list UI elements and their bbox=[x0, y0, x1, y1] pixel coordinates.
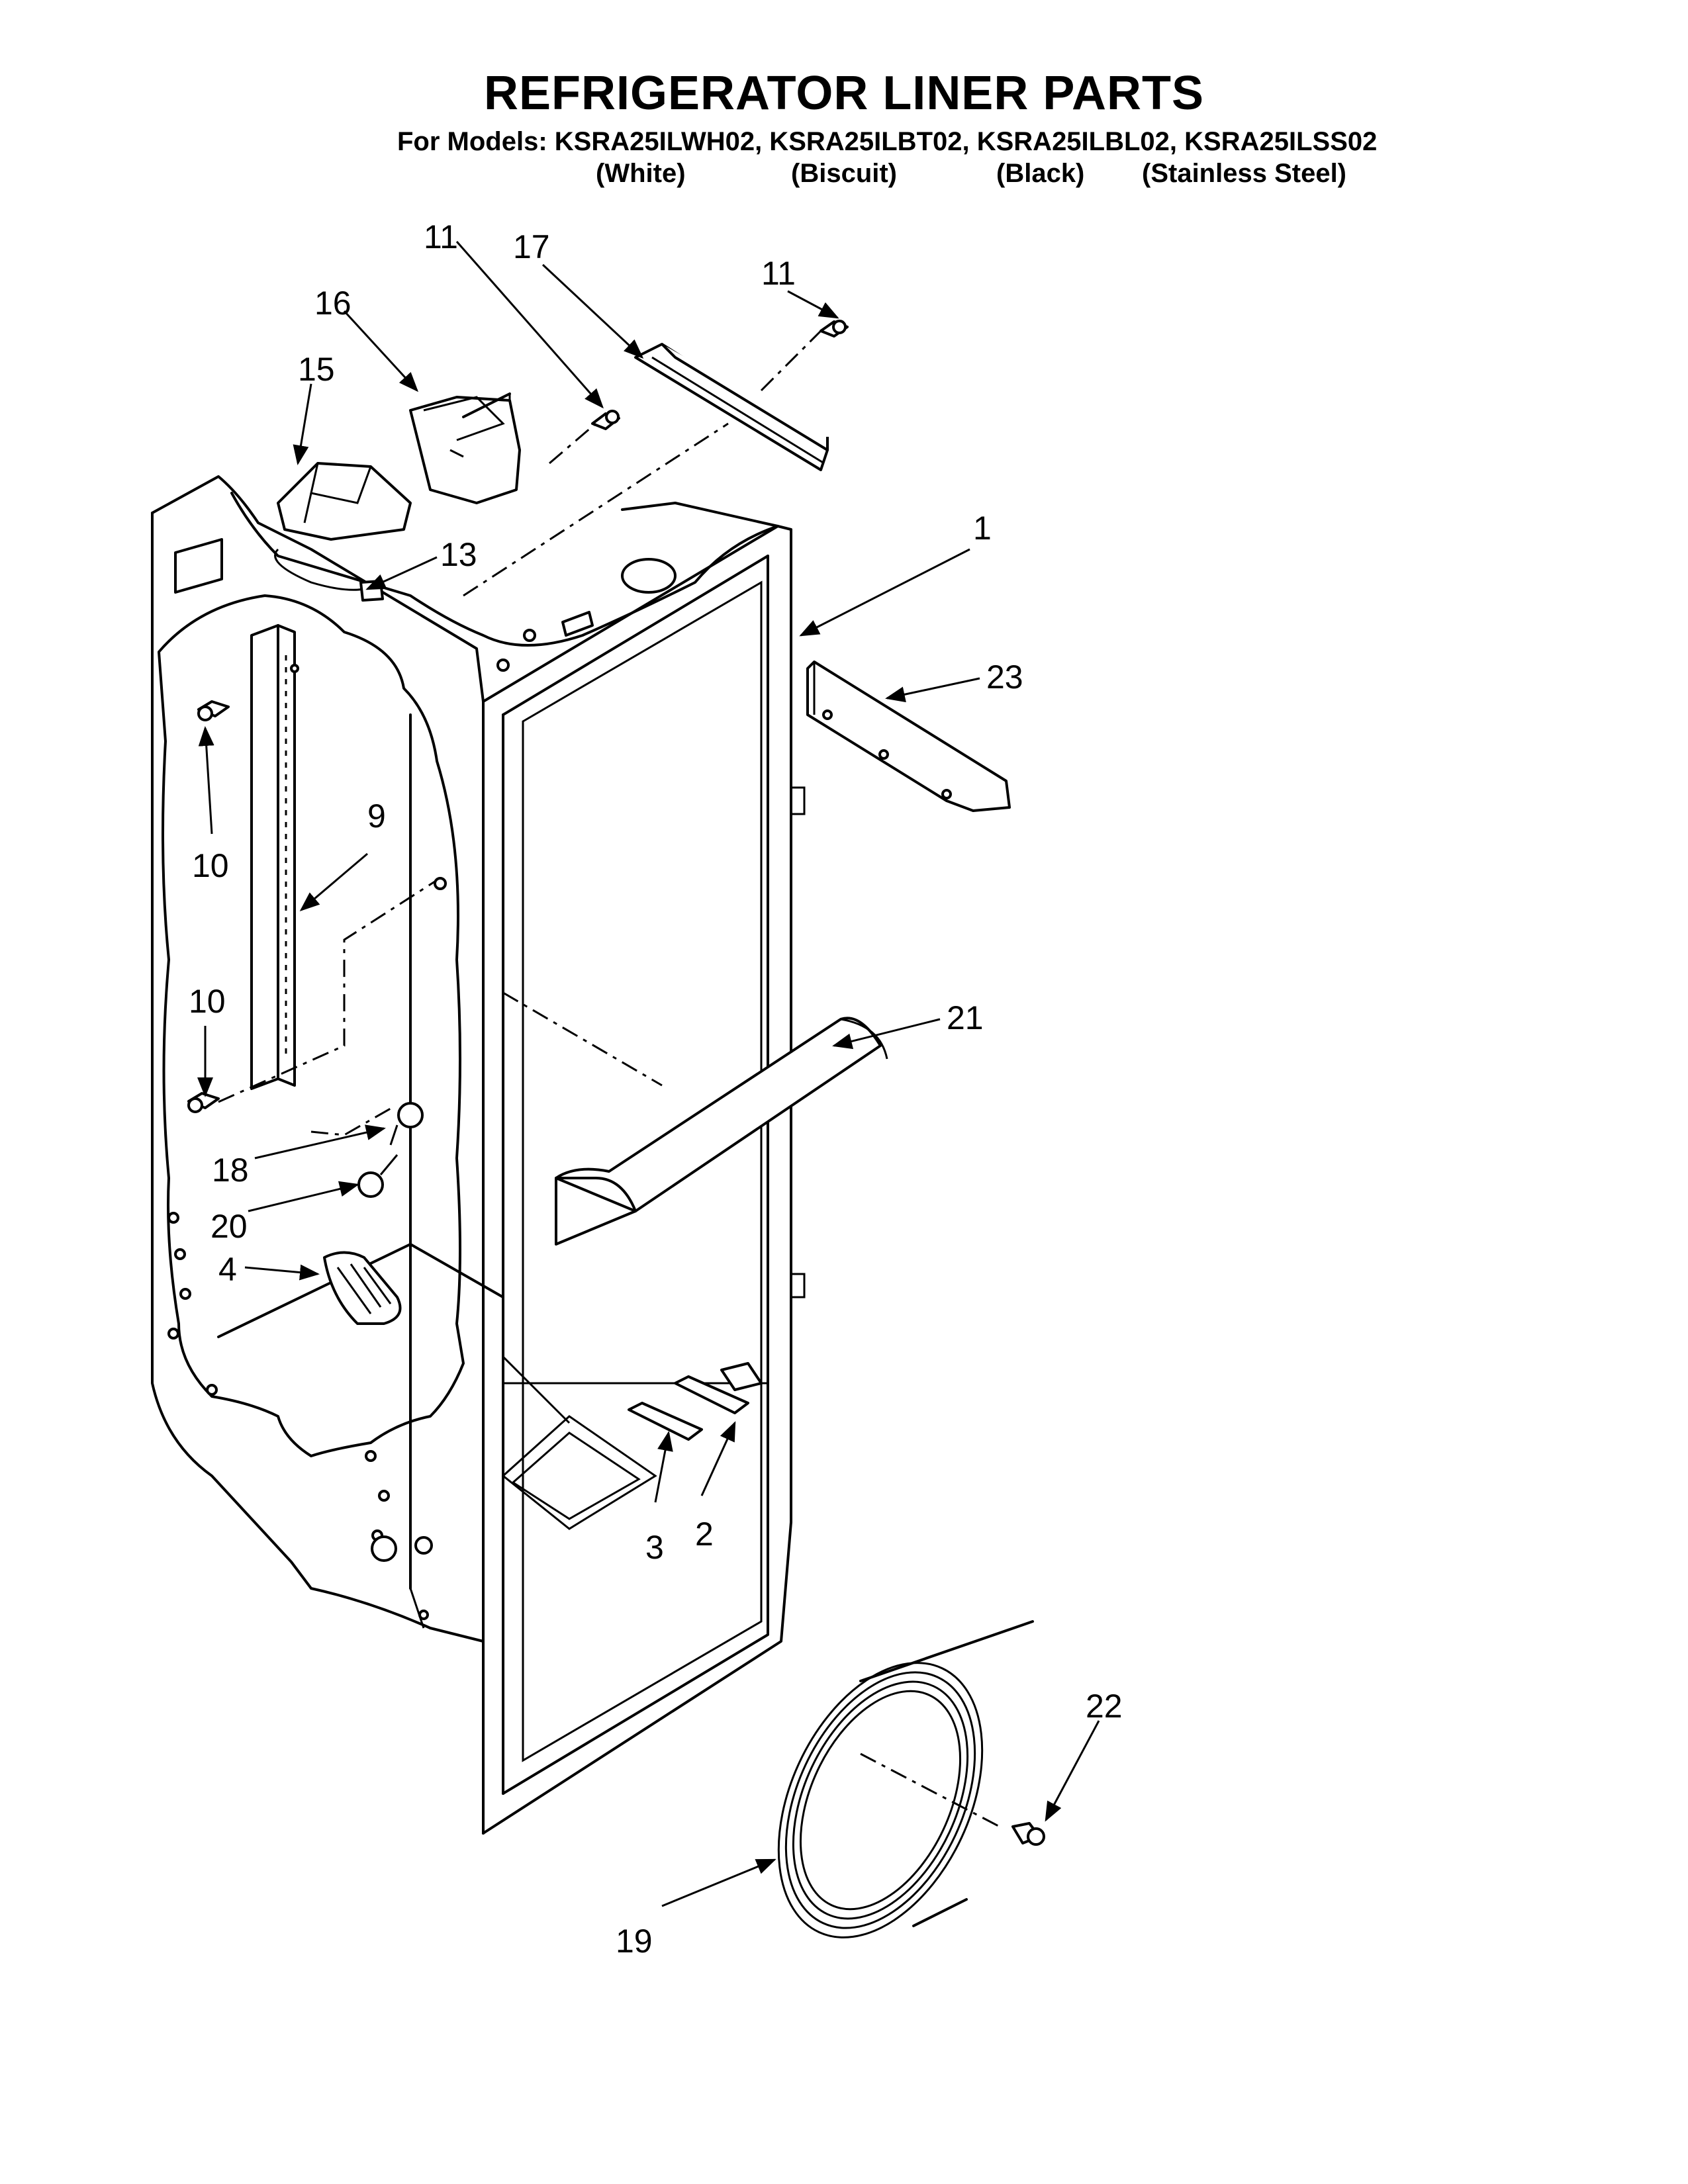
callout-18: 18 bbox=[212, 1152, 249, 1189]
shelf-ladder-rail bbox=[250, 624, 299, 1090]
screw-top-right bbox=[820, 320, 849, 338]
crisper-rail bbox=[806, 660, 1011, 812]
screw-lower-left bbox=[187, 1092, 220, 1113]
screw-tube-clip bbox=[1011, 1822, 1045, 1846]
callout-1: 1 bbox=[973, 510, 992, 547]
color-white: (White) bbox=[596, 159, 686, 188]
bottom-bracket-3 bbox=[628, 1402, 703, 1441]
air-diffuser bbox=[323, 1251, 402, 1325]
callout-23: 23 bbox=[986, 659, 1023, 696]
color-biscuit: (Biscuit) bbox=[791, 159, 897, 188]
refrigerator-liner bbox=[151, 475, 806, 1835]
light-socket bbox=[389, 1102, 424, 1146]
screw-upper-left bbox=[197, 700, 230, 721]
callout-2: 2 bbox=[695, 1516, 714, 1553]
color-stainless: (Stainless Steel) bbox=[1142, 159, 1347, 188]
callout-10-lower: 10 bbox=[189, 983, 226, 1020]
shelf-cover bbox=[555, 1017, 888, 1246]
screw-top-center bbox=[591, 410, 620, 430]
callout-11-left: 11 bbox=[424, 218, 458, 255]
bottom-bracket-2 bbox=[674, 1362, 763, 1414]
callout-13: 13 bbox=[440, 536, 477, 573]
control-housing bbox=[274, 462, 412, 602]
callout-11-right: 11 bbox=[761, 255, 796, 292]
callout-21: 21 bbox=[947, 999, 984, 1036]
callout-19: 19 bbox=[616, 1923, 653, 1960]
callout-16: 16 bbox=[314, 285, 352, 322]
callout-3: 3 bbox=[645, 1529, 664, 1566]
models-line: For Models: KSRA25ILWH02, KSRA25ILBT02, … bbox=[397, 127, 1378, 156]
top-trim-channel bbox=[634, 343, 829, 471]
cover-bracket bbox=[409, 392, 521, 504]
page-title: REFRIGERATOR LINER PARTS bbox=[483, 67, 1205, 120]
callout-22: 22 bbox=[1086, 1688, 1123, 1725]
callout-4: 4 bbox=[218, 1251, 237, 1288]
light-bulb bbox=[357, 1154, 399, 1198]
callout-arrows bbox=[197, 241, 1100, 1907]
callout-15: 15 bbox=[298, 351, 335, 388]
color-black: (Black) bbox=[996, 159, 1085, 188]
callout-10-upper: 10 bbox=[192, 847, 229, 884]
callout-9: 9 bbox=[367, 797, 386, 835]
callout-20: 20 bbox=[211, 1208, 248, 1245]
water-tube-coil bbox=[777, 1620, 1034, 1938]
callout-17: 17 bbox=[513, 228, 550, 265]
